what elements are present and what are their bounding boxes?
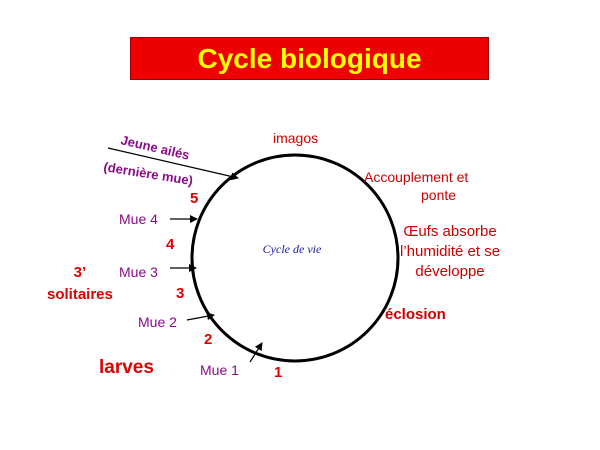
stage-number-4: 4 xyxy=(166,236,175,253)
oeufs-line3: développe xyxy=(415,263,485,280)
mue1-arrow xyxy=(249,342,263,363)
mue1-label: Mue 1 xyxy=(200,362,239,378)
accouplement-label: Accouplement et ponte xyxy=(364,168,468,204)
stage-number-3: 3 xyxy=(176,285,185,302)
solitaires-line1: 3’ xyxy=(73,264,87,281)
accouplement-line1: Accouplement et xyxy=(364,169,469,185)
stage-number-2: 2 xyxy=(204,331,213,348)
cycle-circle xyxy=(190,153,400,363)
title-box: Cycle biologique xyxy=(130,37,489,80)
derniere-mue-label: (dernière mue) xyxy=(103,159,195,188)
solitaires-label: 3’ solitaires xyxy=(47,262,113,306)
oeufs-line2: l’humidité et se xyxy=(400,243,501,260)
oeufs-line1: Œufs absorbe xyxy=(403,223,497,240)
jeune-ailes-arrow xyxy=(107,147,239,181)
stage-number-5: 5 xyxy=(190,190,199,207)
imagos-label: imagos xyxy=(273,130,319,146)
eclosion-label: éclosion xyxy=(385,306,446,323)
solitaires-line2: solitaires xyxy=(47,286,113,303)
jeune-ailes-label: Jeune ailés xyxy=(119,132,191,162)
mue2-arrow xyxy=(186,312,215,321)
accouplement-line2: ponte xyxy=(421,187,457,203)
mue2-label: Mue 2 xyxy=(138,314,177,330)
oeufs-label: Œufs absorbe l’humidité et se développe xyxy=(400,222,500,282)
diagram-title: Cycle biologique xyxy=(197,42,422,74)
stage-number-1: 1 xyxy=(274,364,283,381)
larves-label: larves xyxy=(99,357,154,378)
cycle-center-label: Cycle de vie xyxy=(263,242,322,256)
mue3-label: Mue 3 xyxy=(119,264,158,280)
mue4-label: Mue 4 xyxy=(119,211,158,227)
